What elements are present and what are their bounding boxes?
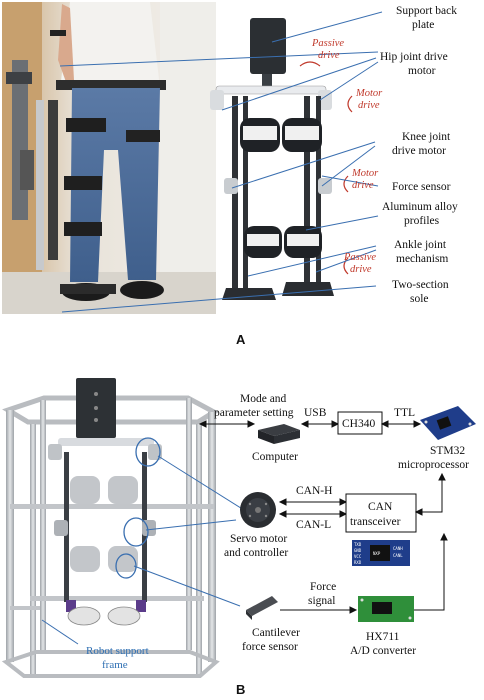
label-can-l: CAN-L — [296, 519, 331, 531]
callout-lines — [59, 11, 383, 313]
can-transceiver-box — [345, 493, 417, 533]
arrows-can — [278, 498, 348, 518]
stm32-board — [420, 406, 476, 440]
exoskeleton-photo — [2, 2, 216, 314]
label-usb: USB — [304, 407, 327, 419]
hx711-board — [358, 596, 414, 622]
arrow-force-signal — [280, 606, 358, 614]
label-ch340: CH340 — [342, 418, 375, 430]
label-force-sensor: Force sensor — [392, 181, 451, 193]
servo-motor — [240, 492, 276, 528]
arrow-usb — [300, 420, 340, 428]
label-can-h: CAN-H — [296, 485, 332, 497]
label-computer: Computer — [252, 451, 298, 463]
cantilever-sensor — [246, 596, 278, 620]
panel-b-label: B — [236, 682, 245, 697]
panel-a-label: A — [236, 332, 246, 347]
label-ttl: TTL — [394, 407, 415, 419]
robot-leader-lines — [41, 455, 245, 645]
ch340-box — [337, 411, 383, 435]
robot-support-frame — [1, 378, 220, 678]
arrow-can-stm32 — [414, 472, 446, 516]
arrow-ttl — [380, 420, 422, 428]
arrow-robot-computer — [198, 420, 256, 428]
computer — [258, 424, 300, 444]
arrow-hx711-stm32 — [414, 532, 448, 611]
exoskeleton-cad — [210, 18, 353, 300]
